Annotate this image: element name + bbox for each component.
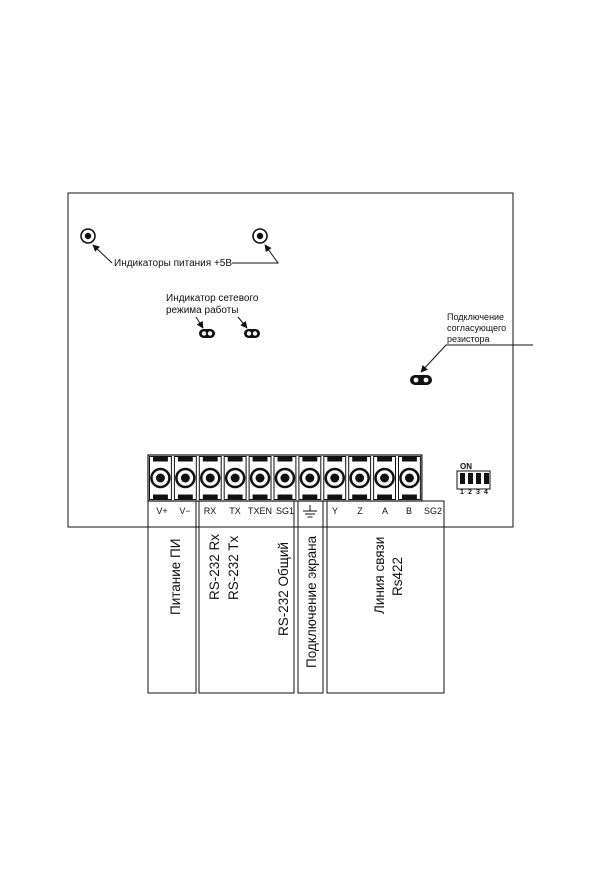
board-outline <box>67 192 514 528</box>
group-box-line <box>326 500 445 694</box>
group-label-power: Питание ПИ <box>168 539 183 615</box>
resistor-jumper <box>410 375 432 385</box>
dip-number-3: 3 <box>476 489 480 496</box>
terminal-label-rx: RX <box>204 506 217 516</box>
terminal-label-z: Z <box>357 506 363 516</box>
group-label-line-2: Rs422 <box>390 557 405 596</box>
resistor-label-line3: резистора <box>447 334 490 344</box>
terminal-label-a: A <box>382 506 388 516</box>
resistor-label-line1: Подключение <box>447 312 504 322</box>
terminal-label-v-plus: V+ <box>156 506 167 516</box>
dip-on-label: ON <box>460 462 472 471</box>
power-led-right <box>252 228 268 244</box>
dip-switch <box>456 470 491 490</box>
group-box-shield <box>297 500 324 694</box>
ground-symbol-icon <box>303 505 317 518</box>
terminal-label-v-minus: V− <box>179 506 190 516</box>
power-indicators-label: Индикаторы питания +5В <box>114 258 232 269</box>
terminal-screw-3 <box>198 456 222 500</box>
dip-number-4: 4 <box>484 489 488 496</box>
terminal-label-y: Y <box>332 506 338 516</box>
dip-number-1: 1 <box>460 489 464 496</box>
resistor-leader <box>420 344 533 373</box>
terminal-block <box>147 454 423 502</box>
terminal-screw-6 <box>273 456 297 500</box>
resistor-label-line2: согласующего <box>447 323 506 333</box>
group-label-shield: Подключение экрана <box>304 535 319 668</box>
terminal-screw-10 <box>373 456 397 500</box>
terminal-screw-7 <box>298 456 322 500</box>
terminal-label-sg2: SG2 <box>424 506 442 516</box>
network-led-left <box>199 329 215 338</box>
power-led-left <box>80 228 96 244</box>
group-label-rs232-rx: RS-232 Rx <box>207 534 222 600</box>
terminal-screw-9 <box>348 456 372 500</box>
terminal-label-txen: TXEN <box>248 506 272 516</box>
group-box-rs232 <box>198 500 295 694</box>
group-box-power <box>147 500 197 694</box>
terminal-label-b: B <box>406 506 412 516</box>
network-indicator-label-line2: режима работы <box>166 304 238 316</box>
terminal-screw-4 <box>223 456 247 500</box>
network-leader-left <box>195 316 204 329</box>
network-led-right <box>244 329 260 338</box>
terminal-screw-1 <box>149 456 172 500</box>
terminal-screw-8 <box>323 456 347 500</box>
group-label-rs232-common: RS-232 Общий <box>276 542 291 636</box>
terminal-screw-5 <box>248 456 272 500</box>
group-label-line-1: Линия связи <box>372 537 387 614</box>
terminal-label-tx: TX <box>229 506 241 516</box>
dip-number-2: 2 <box>468 489 472 496</box>
group-label-rs232-tx: RS-232 Tx <box>226 535 241 600</box>
terminal-screw-11 <box>398 456 421 500</box>
terminal-screw-2 <box>173 456 197 500</box>
network-leader-right <box>237 316 248 329</box>
power-leader-left <box>92 244 113 264</box>
terminal-label-sg1: SG1 <box>276 506 294 516</box>
network-indicator-label-line1: Индикатор сетевого <box>166 293 259 304</box>
power-leader-right <box>232 244 279 264</box>
